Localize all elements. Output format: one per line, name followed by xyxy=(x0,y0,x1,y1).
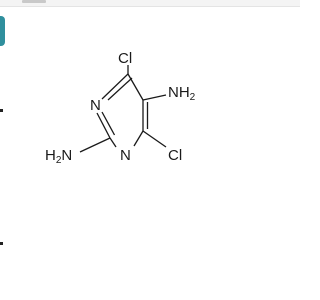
atom-nh2-right: NH2 xyxy=(168,84,196,103)
atom-n1: N xyxy=(120,147,131,164)
atom-cl-bottom: Cl xyxy=(168,147,182,164)
bond-c6-n1 xyxy=(133,130,144,147)
bond-c6-cl xyxy=(142,130,167,148)
top-toolbar-strip xyxy=(0,0,300,7)
bond-n1-c2 xyxy=(109,137,117,148)
chemical-structure: Cl N N Cl NH2 H2N xyxy=(45,50,196,166)
atom-cl-top: Cl xyxy=(118,50,132,67)
bond-n3-c4-inner xyxy=(107,77,133,101)
side-panel-tab[interactable] xyxy=(0,16,5,46)
toolbar-fragment xyxy=(22,0,46,3)
bond-c2-n3 xyxy=(96,112,111,139)
bond-n3-c4 xyxy=(101,73,129,100)
bond-c2-nh2 xyxy=(79,137,111,153)
left-edge-marker xyxy=(0,109,3,112)
atom-n3: N xyxy=(90,97,101,114)
bond-c5-nh2 xyxy=(142,94,167,101)
atom-h2n-left: H2N xyxy=(45,147,72,166)
bond-c2-n3-double xyxy=(101,111,116,136)
left-edge-marker xyxy=(0,242,3,245)
bond-c4-c5 xyxy=(127,73,144,101)
